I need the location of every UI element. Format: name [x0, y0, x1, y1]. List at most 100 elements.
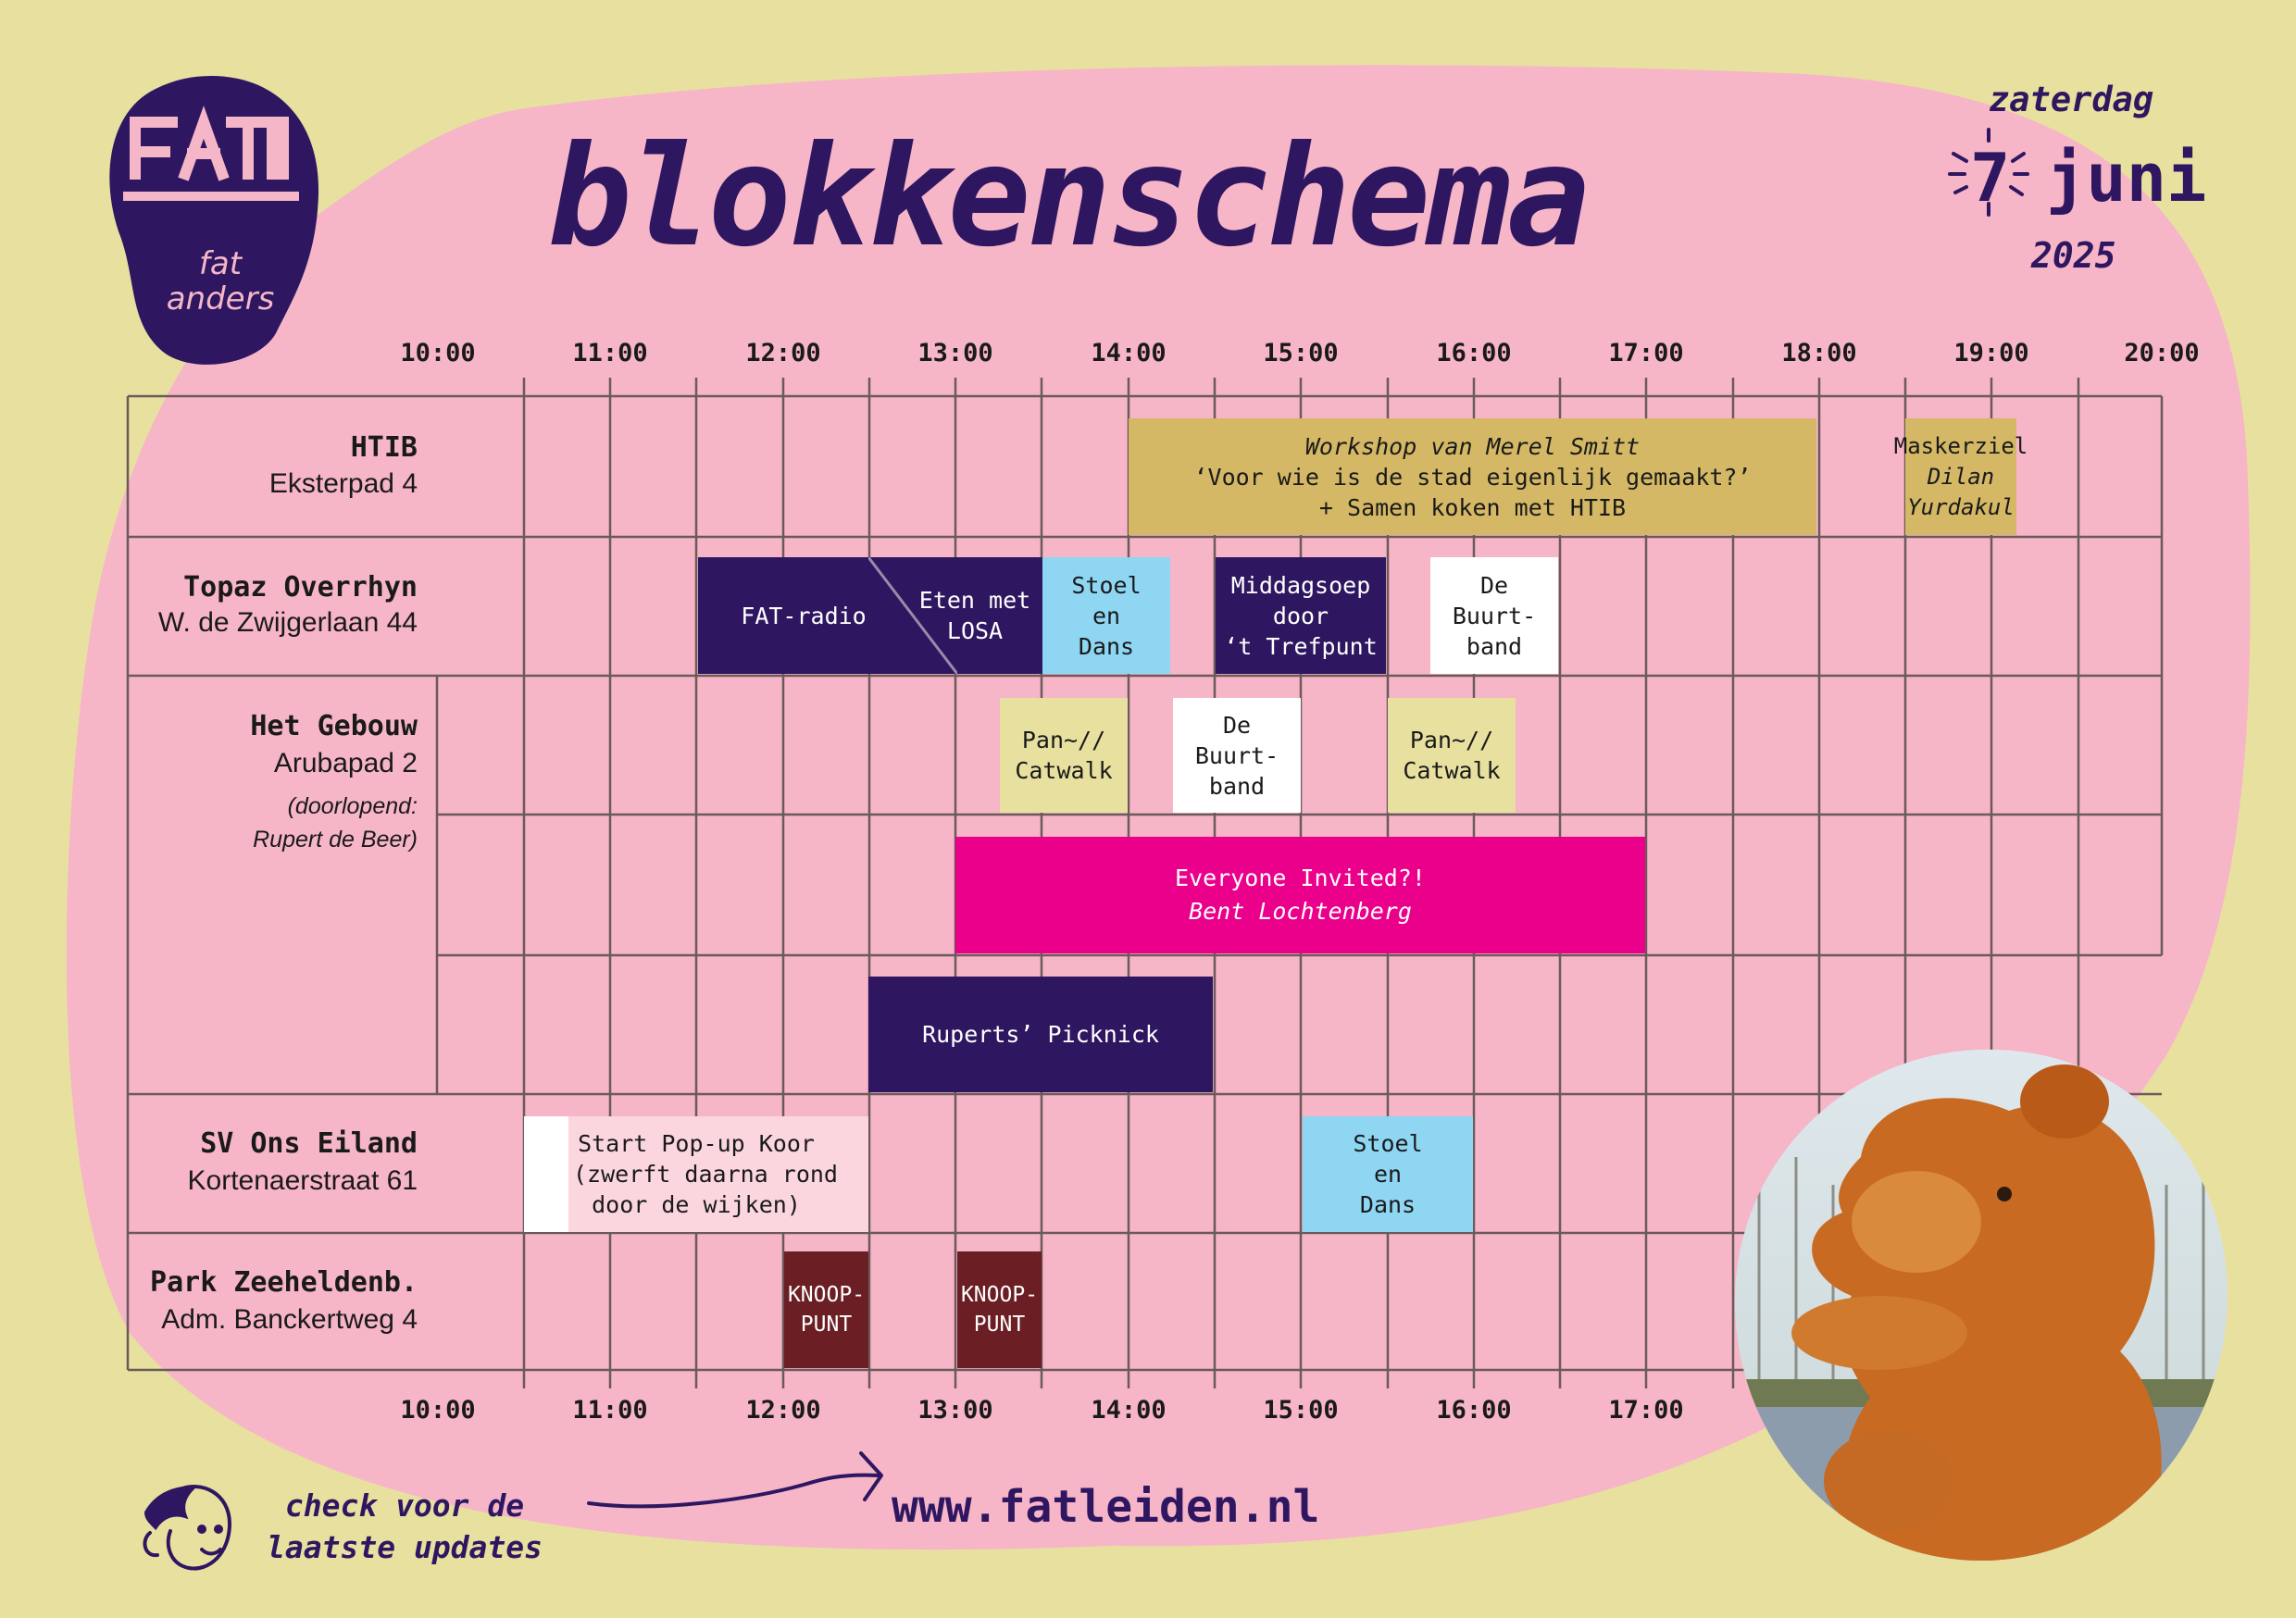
event-split-divider — [868, 557, 957, 674]
venue-name-ons-eiland: SV Ons Eiland — [200, 1127, 418, 1160]
event-gebouw-picknick[interactable]: Ruperts’ Picknick — [868, 977, 1213, 1092]
updates-line-2: laatste updates — [267, 1529, 543, 1565]
event-title: Start Pop-up Koor — [578, 1130, 815, 1157]
time-label-bottom-1200: 12:00 — [745, 1396, 821, 1425]
event-ons-popup-koor[interactable]: Start Pop-up Koor (zwerft daarna rond do… — [524, 1116, 868, 1232]
venue-name-htib: HTIB — [350, 431, 418, 464]
venue-name-gebouw: Het Gebouw — [250, 710, 418, 742]
date-month: juni — [2046, 139, 2207, 217]
event-title: Everyone Invited?! — [1175, 865, 1426, 891]
venue-address-topaz: W. de Zwijgerlaan 44 — [157, 607, 418, 638]
time-label-top-1900: 19:00 — [1953, 339, 2029, 367]
event-title-line2: Buurt- — [1194, 741, 1279, 769]
event-topaz-buurtband[interactable]: De Buurt- band — [1430, 557, 1558, 674]
time-label-bottom-1300: 13:00 — [917, 1396, 993, 1425]
event-title-line3: Dans — [1078, 632, 1135, 660]
event-title-line1: Middagsoep — [1230, 571, 1371, 599]
event-title: Ruperts’ Picknick — [922, 1021, 1159, 1048]
event-subtitle-line2: door de wijken) — [592, 1191, 801, 1218]
event-title: FAT-radio — [741, 602, 867, 629]
event-gebouw-catwalk-1[interactable]: Pan~// Catwalk — [1000, 698, 1128, 813]
time-label-top-1800: 18:00 — [1781, 339, 1857, 367]
event-title-line3: Dans — [1359, 1191, 1416, 1218]
logo-line-fat: fat — [198, 245, 243, 282]
event-title-line2: Catwalk — [1015, 757, 1113, 784]
time-label-bottom-1400: 14:00 — [1091, 1396, 1167, 1425]
event-title-line1: Pan~// — [1021, 727, 1106, 753]
event-title-line3: ‘t Trefpunt — [1224, 632, 1378, 660]
event-title: Workshop van Merel Smitt — [1304, 432, 1641, 460]
event-title-line2: PUNT — [973, 1313, 1026, 1337]
event-title-line1: KNOOP- — [787, 1283, 866, 1307]
venue-address-htib: Eksterpad 4 — [268, 468, 418, 499]
time-label-bottom-1600: 16:00 — [1436, 1396, 1512, 1425]
event-title-line1: KNOOP- — [960, 1283, 1039, 1307]
arrow-icon — [587, 1451, 883, 1509]
event-title-line2: Catwalk — [1403, 757, 1501, 784]
event-ons-stoel-dans[interactable]: Stoel en Dans — [1303, 1116, 1473, 1232]
page-title: blokkenschema — [548, 117, 1591, 278]
time-label-top-2000: 20:00 — [2124, 339, 2200, 367]
time-label-top-1600: 16:00 — [1436, 339, 1512, 367]
event-topaz-fat-radio[interactable]: FAT-radio — [700, 557, 907, 674]
time-label-top-1500: 15:00 — [1263, 339, 1339, 367]
venue-note-gebouw-2: Rupert de Beer) — [253, 827, 418, 853]
time-label-top-1200: 12:00 — [745, 339, 821, 367]
time-label-bottom-1100: 11:00 — [572, 1396, 648, 1425]
time-label-top-1000: 10:00 — [400, 339, 476, 367]
event-title: Maskerziel — [1893, 432, 2028, 459]
time-label-top-1700: 17:00 — [1608, 339, 1684, 367]
event-extra: + Samen koken met HTIB — [1318, 493, 1627, 521]
event-title-line3: band — [1466, 632, 1523, 660]
time-label-top-1300: 13:00 — [917, 339, 993, 367]
event-subtitle: ‘Voor wie is de stad eigenlijk gemaakt?’ — [1193, 463, 1752, 491]
date-day: 7 — [1970, 139, 2011, 217]
updates-line-1: check voor de — [284, 1487, 525, 1524]
time-label-bottom-1700: 17:00 — [1608, 1396, 1684, 1425]
updates-text: check voor de laatste updates — [267, 1485, 543, 1568]
venue-address-park: Adm. Banckertweg 4 — [161, 1304, 418, 1335]
event-title: Eten met — [918, 587, 1031, 614]
venue-name-topaz: Topaz Overrhyn — [183, 571, 418, 604]
event-htib-workshop[interactable]: Workshop van Merel Smitt ‘Voor wie is de… — [1129, 418, 1816, 535]
venue-address-gebouw: Arubapad 2 — [273, 748, 418, 778]
sparkle-icon — [1948, 128, 2029, 217]
face-doodle-icon — [143, 1485, 232, 1571]
time-label-top-1400: 14:00 — [1091, 339, 1167, 367]
event-performer-last: Yurdakul — [1907, 493, 2015, 520]
event-subtitle-line1: (zwerft daarna rond — [573, 1161, 838, 1188]
venue-note-gebouw-1: (doorlopend: — [287, 793, 418, 819]
event-gebouw-everyone-invited[interactable]: Everyone Invited?! Bent Lochtenberg — [955, 837, 1645, 953]
event-title-line1: De — [1222, 711, 1252, 739]
venue-address-ons-eiland: Kortenaerstraat 61 — [187, 1165, 418, 1196]
event-performer-first: Dilan — [1927, 463, 1995, 490]
event-title-line1: De — [1479, 571, 1509, 599]
event-topaz-middagsoep[interactable]: Middagsoep door ‘t Trefpunt — [1216, 557, 1386, 674]
event-gebouw-buurtband[interactable]: De Buurt- band — [1173, 698, 1301, 813]
teddy-bear-photo — [1734, 1049, 2228, 1561]
event-title-line2: Buurt- — [1452, 602, 1537, 629]
event-title-line1: Stoel — [1353, 1130, 1423, 1157]
time-label-bottom-1000: 10:00 — [400, 1396, 476, 1425]
event-park-knooppunt-1[interactable]: KNOOP- PUNT — [784, 1251, 868, 1368]
event-title-line1: Stoel — [1071, 571, 1142, 599]
event-gebouw-catwalk-2[interactable]: Pan~// Catwalk — [1388, 698, 1516, 813]
event-topaz-eten-losa[interactable]: Eten met LOSA — [905, 557, 1044, 674]
website-link[interactable]: www.fatleiden.nl — [892, 1481, 1320, 1533]
event-park-knooppunt-2[interactable]: KNOOP- PUNT — [957, 1251, 1042, 1368]
event-title-line2: en — [1373, 1161, 1403, 1188]
event-title-line3: band — [1208, 772, 1266, 800]
event-topaz-stoel-dans[interactable]: Stoel en Dans — [1042, 557, 1170, 674]
logo-line-anders: anders — [166, 280, 275, 317]
time-label-top-1100: 11:00 — [572, 339, 648, 367]
event-htib-maskerziel[interactable]: Maskerziel Dilan Yurdakul — [1894, 418, 2028, 535]
event-title-line2: en — [1092, 602, 1121, 629]
time-label-bottom-1500: 15:00 — [1263, 1396, 1339, 1425]
event-title-line2: PUNT — [800, 1313, 853, 1337]
venue-name-park: Park Zeeheldenb. — [150, 1266, 418, 1299]
date-year: 2025 — [2031, 235, 2116, 276]
event-topaz-radio-eten-block — [698, 557, 1042, 674]
event-performer: Bent Lochtenberg — [1189, 898, 1412, 925]
